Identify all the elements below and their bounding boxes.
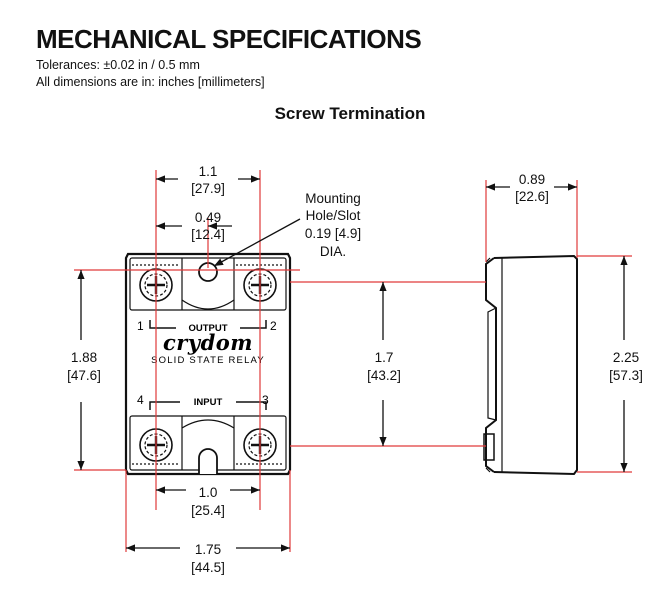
mounting-slot <box>198 448 218 474</box>
brand-subtitle: SOLID STATE RELAY <box>151 355 265 366</box>
dim-side-height-mm: [57.3] <box>609 368 643 383</box>
dim-left-height-in: 1.88 <box>71 350 97 365</box>
section-title: Screw Termination <box>274 104 426 123</box>
brand-logo: crydom <box>163 330 253 355</box>
dim-side-depth-in: 0.89 <box>519 172 545 187</box>
dim-bottom-spacing-in: 1.0 <box>199 485 218 500</box>
dim-bottom-spacing-mm: [25.4] <box>191 503 225 518</box>
mounting-hole-label-1: Mounting <box>305 191 361 206</box>
dim-top-spacing-mm: [27.9] <box>191 181 225 196</box>
terminal-4: 4 <box>137 393 144 407</box>
dim-overall-width-in: 1.75 <box>195 542 221 557</box>
dim-hole-spacing-mm: [43.2] <box>367 368 401 383</box>
dim-hole-spacing-in: 1.7 <box>375 350 394 365</box>
dim-hole-offset-in: 0.49 <box>195 210 221 225</box>
terminal-3: 3 <box>262 393 269 407</box>
mounting-hole-label-4: DIA. <box>320 244 346 259</box>
relay-front-view: OUTPUT 1 2 crydom SOLID STATE RELAY INPU… <box>124 252 292 476</box>
output-label: OUTPUT <box>188 323 227 334</box>
input-label: INPUT <box>194 397 223 408</box>
mounting-hole-label-3: 0.19 [4.9] <box>305 226 361 241</box>
terminal-1: 1 <box>137 319 144 333</box>
terminal-2: 2 <box>270 319 277 333</box>
tolerances-text: Tolerances: ±0.02 in / 0.5 mm <box>36 58 200 72</box>
dim-hole-offset-mm: [12.4] <box>191 227 225 242</box>
dim-left-height-mm: [47.6] <box>67 368 101 383</box>
units-note: All dimensions are in: inches [millimete… <box>36 75 265 89</box>
dim-side-depth-mm: [22.6] <box>515 189 549 204</box>
dim-top-spacing-in: 1.1 <box>199 164 218 179</box>
page-title: MECHANICAL SPECIFICATIONS <box>36 24 422 54</box>
mounting-hole-label-2: Hole/Slot <box>306 208 361 223</box>
dim-side-height-in: 2.25 <box>613 350 639 365</box>
relay-side-view <box>483 254 578 476</box>
dimension-arrows <box>77 175 628 552</box>
dim-overall-width-mm: [44.5] <box>191 560 225 575</box>
dimension-labels: 1.1 [27.9] 0.49 [12.4] Mounting Hole/Slo… <box>67 164 643 575</box>
